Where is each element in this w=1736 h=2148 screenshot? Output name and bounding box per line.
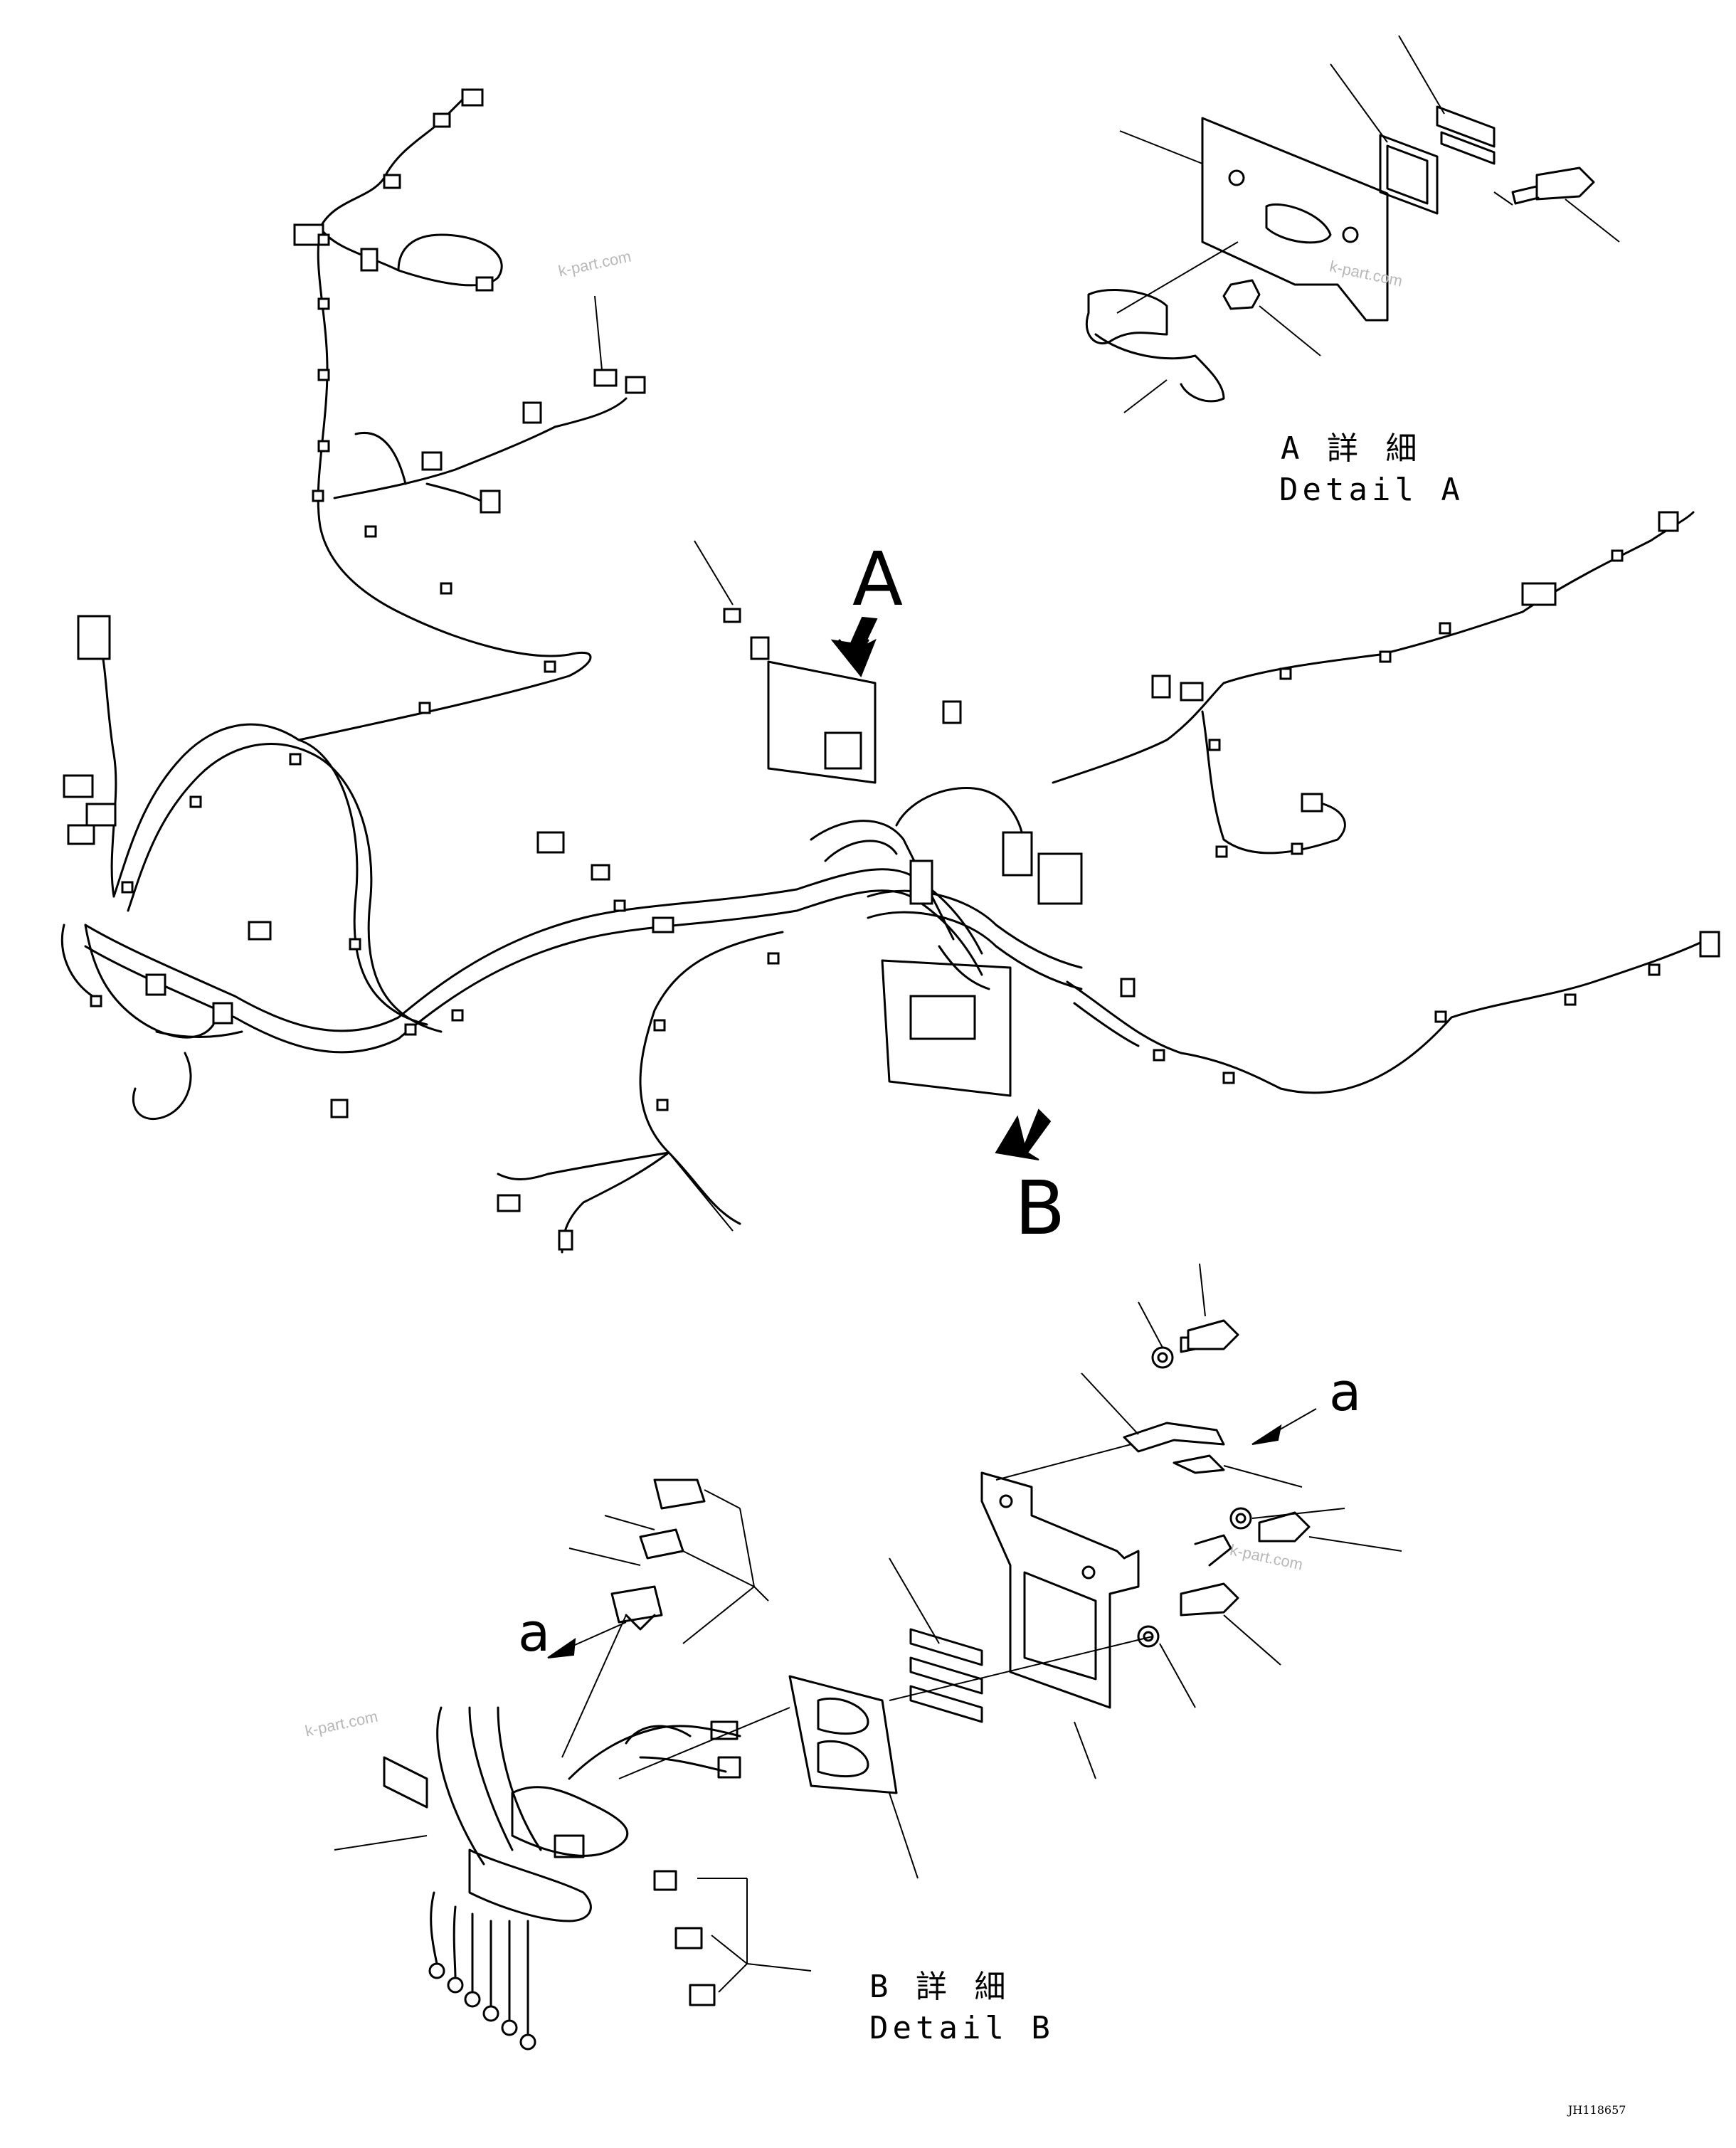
detail-b-caption-en: Detail B — [869, 2010, 1054, 2046]
detail-b-caption-jp: B 詳 細 — [869, 1969, 1010, 2005]
detail-b-washer-2 — [1229, 1507, 1252, 1530]
detail-b-leaders — [334, 1263, 1402, 1993]
detail-b-clip-3 — [610, 1585, 663, 1624]
detail-a-bolt — [1535, 166, 1595, 201]
detail-b-harness — [436, 1706, 542, 1866]
detail-a-drawing — [1085, 105, 1595, 403]
detail-b-washer-1 — [1151, 1346, 1174, 1369]
view-label-a-small-lower: a — [518, 1602, 551, 1663]
detail-b-clip-2 — [639, 1528, 684, 1560]
detail-b-clip-1 — [653, 1478, 706, 1510]
harness-connectors — [63, 88, 1720, 1251]
detail-b-seal-stack — [909, 1628, 983, 1666]
detail-b-drawing — [383, 1319, 1311, 2051]
view-arrows — [830, 616, 1052, 1160]
detail-a-grommet — [1379, 134, 1439, 215]
detail-b-grommet-plate — [788, 1675, 898, 1794]
drawing-code: JH118657 — [1568, 2103, 1626, 2117]
detail-b-bolt-3 — [1180, 1582, 1239, 1617]
detail-b-washer-3 — [1137, 1625, 1160, 1648]
leader-lines-main — [594, 295, 734, 1232]
detail-a-nut — [1222, 279, 1261, 310]
detail-a-caption-en: Detail A — [1279, 472, 1464, 508]
detail-a-connector — [1085, 288, 1168, 345]
a-arrows — [547, 1408, 1317, 1658]
detail-b-small-bracket — [1123, 1422, 1225, 1453]
detail-a-seal — [1436, 105, 1496, 148]
detail-b-bolt-1 — [1187, 1319, 1239, 1350]
detail-a-plate — [1201, 117, 1389, 322]
wiring-harness-main — [60, 91, 1709, 1254]
view-label-b: B — [1015, 1165, 1066, 1252]
view-label-a-small-upper: a — [1329, 1362, 1362, 1423]
detail-a-caption-jp: A 詳 細 — [1281, 430, 1422, 467]
view-label-a: A — [852, 536, 904, 623]
detail-b-bracket — [980, 1471, 1140, 1709]
detail-a-leaders — [1116, 35, 1620, 413]
